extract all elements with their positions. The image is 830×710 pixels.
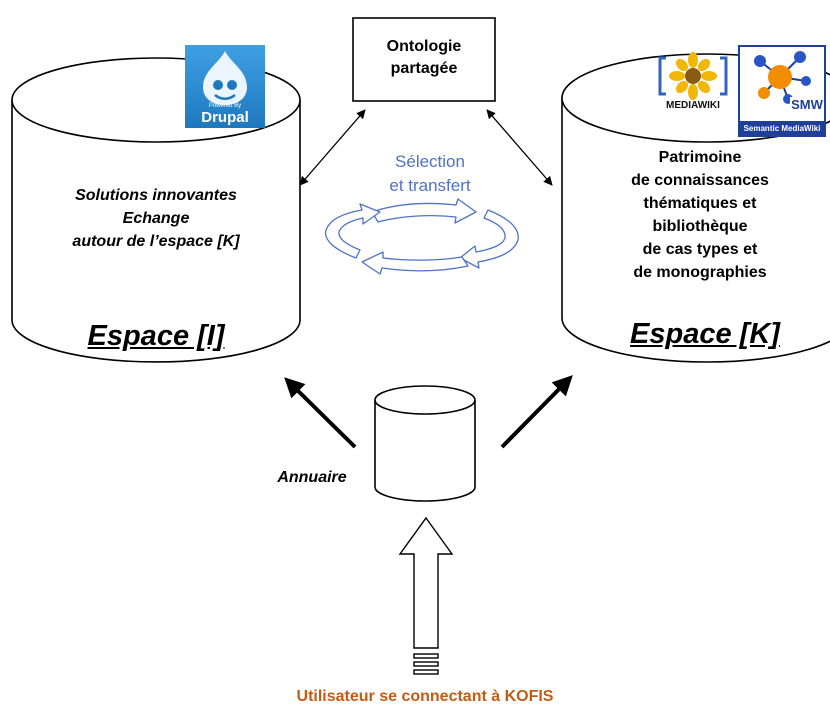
mediawiki-caption: MEDIAWIKI	[666, 100, 720, 111]
right-desc-line: thématiques et	[643, 195, 757, 212]
right-desc-line: Patrimoine	[658, 149, 742, 166]
drupal-caption: Drupal	[201, 109, 249, 126]
cycle-arrows-icon	[324, 198, 519, 275]
user-upward-arrow	[398, 516, 454, 675]
directory-label: Annuaire	[277, 469, 347, 486]
selection-line-1: Sélection	[395, 152, 465, 171]
drupal-logo: Powered By Drupal	[185, 45, 265, 128]
sunflower-icon	[658, 52, 728, 100]
drupal-drop-icon	[203, 51, 247, 105]
left-desc-line: Echange	[122, 210, 190, 227]
left-space-title: Espace [I]	[87, 320, 225, 352]
user-label: Utilisateur se connectant à KOFIS	[296, 688, 554, 705]
right-desc-line: de cas types et	[642, 241, 758, 258]
arrow-directory-to-left	[284, 377, 357, 449]
arrow-ontology-left	[299, 109, 366, 186]
arrow-ontology-right	[486, 109, 553, 186]
molecule-icon	[754, 51, 811, 104]
smw-logo: SMW Semantic MediaWiki	[738, 45, 826, 137]
left-desc-line: Solutions innovantes	[75, 187, 237, 204]
selection-transfer-label: Sélection et transfert	[340, 150, 520, 198]
ontology-box	[352, 17, 496, 102]
smw-caption: Semantic MediaWiki	[740, 121, 824, 137]
ontology-label: Ontologie partagée	[353, 36, 495, 80]
right-desc-line: de monographies	[633, 264, 767, 281]
directory-cylinder	[374, 385, 476, 502]
selection-line-2: et transfert	[389, 176, 471, 195]
right-desc-line: bibliothèque	[652, 218, 748, 235]
left-space-description: Solutions innovantes Echange autour de l…	[22, 184, 290, 253]
right-desc-line: de connaissances	[631, 172, 769, 189]
left-desc-line: autour de l’espace [K]	[72, 233, 240, 250]
right-space-title: Espace [K]	[630, 318, 780, 350]
drupal-powered-by: Powered By	[208, 103, 242, 109]
smw-badge: SMW	[790, 97, 824, 112]
mediawiki-logo: MEDIAWIKI	[652, 52, 734, 114]
arrow-directory-to-right	[500, 375, 573, 449]
ontology-line-1: Ontologie	[386, 38, 462, 55]
right-space-description: Patrimoine de connaissances thématiques …	[580, 146, 820, 284]
ontology-line-2: partagée	[390, 60, 458, 77]
